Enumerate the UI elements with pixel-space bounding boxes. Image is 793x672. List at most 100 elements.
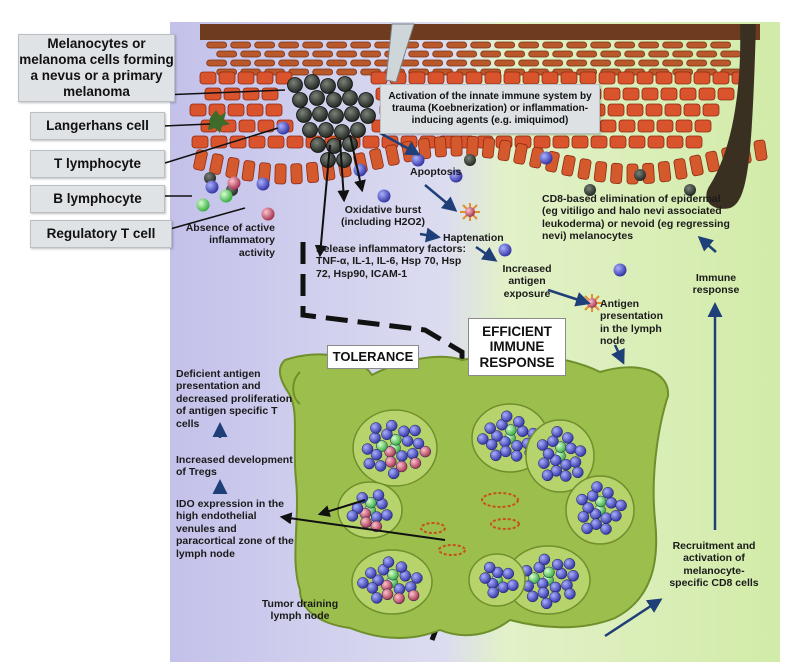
- keratinocyte: [238, 119, 256, 133]
- basal-cell: [241, 160, 256, 182]
- corneum-cell: [264, 50, 286, 58]
- increased-antigen-label: Increased antigen exposure: [502, 263, 552, 300]
- basal-cell: [450, 135, 463, 157]
- follicle-lymphocyte: [526, 590, 539, 603]
- follicle-lymphocyte: [381, 428, 393, 441]
- t-lymphocyte-label-text: T lymphocyte: [53, 155, 142, 171]
- follicle-lymphocyte: [549, 581, 562, 594]
- corneum-cell: [446, 59, 468, 67]
- keratinocyte: [655, 71, 673, 85]
- keratinocyte: [199, 71, 217, 85]
- immune-cell: [377, 189, 391, 203]
- corneum-cell: [518, 41, 540, 49]
- basal-cell: [497, 139, 512, 162]
- corneum-cell: [662, 41, 684, 49]
- keratinocyte: [622, 87, 640, 101]
- follicle-lymphocyte: [510, 450, 523, 462]
- keratinocyte: [599, 119, 617, 133]
- b-lymphocyte-label: B lymphocyte: [30, 185, 165, 213]
- corneum-cell: [470, 59, 492, 67]
- ido-expression-label: IDO expression in the high endothelial v…: [176, 498, 294, 560]
- keratinocyte: [664, 103, 682, 117]
- follicle-lymphocyte: [372, 574, 384, 586]
- immune-cell: [539, 151, 553, 165]
- follicle-lymphocyte: [497, 581, 510, 594]
- keratinocyte: [204, 87, 222, 101]
- process-arrows: [212, 131, 723, 638]
- b-lymphocyte-label-text: B lymphocyte: [53, 190, 142, 206]
- keratinocyte: [362, 135, 380, 149]
- immune-cell: [276, 121, 290, 135]
- keratinocyte: [603, 87, 621, 101]
- follicle-lymphocyte: [591, 481, 603, 493]
- melanocyte-cell: [296, 107, 312, 123]
- follicle-lymphocyte: [605, 497, 618, 509]
- melanocyte-cell: [304, 74, 320, 90]
- keratinocyte: [218, 71, 236, 85]
- immune-cell: [256, 177, 270, 191]
- follicle-lymphocyte: [407, 589, 420, 602]
- corneum-cell: [542, 59, 564, 67]
- langerhans-label-text: Langerhans cell: [46, 117, 149, 133]
- corneum-cell: [206, 41, 228, 49]
- immune-cell: [498, 243, 512, 257]
- cd8-elimination-label: CD8-based elimination of epidermal (eg v…: [542, 193, 730, 243]
- corneum-cell: [336, 68, 358, 76]
- t-lymphocyte-label: T lymphocyte: [30, 150, 165, 178]
- follicle-lymphocyte: [500, 410, 513, 423]
- follicle-lymphocyte: [502, 567, 515, 580]
- melanocyte-cell: [287, 77, 303, 93]
- keratinocyte: [590, 135, 608, 149]
- basal-cell: [290, 163, 303, 185]
- follicle-lymphocyte: [538, 457, 550, 469]
- follicle-lymphocyte: [374, 460, 387, 472]
- langerhans-label: Langerhans cell: [30, 112, 165, 140]
- immune-cell: [411, 153, 425, 167]
- corneum-cell: [446, 41, 468, 49]
- keratinocyte: [237, 71, 255, 85]
- corneum-cell: [504, 50, 526, 58]
- melanocyte-cell: [292, 92, 308, 108]
- basal-cell: [434, 136, 447, 158]
- basal-cell: [577, 158, 592, 180]
- melanocyte-cell: [309, 90, 325, 106]
- keratinocyte: [267, 135, 285, 149]
- keratinocyte: [683, 103, 701, 117]
- corneum-cell: [350, 59, 372, 67]
- corneum-cell: [590, 59, 612, 67]
- follicle-lymphocyte: [563, 558, 576, 570]
- keratinocyte: [693, 71, 711, 85]
- keratinocyte: [694, 119, 712, 133]
- follicle-lymphocyte: [505, 424, 517, 436]
- corneum-cell: [542, 41, 564, 49]
- corneum-cell: [686, 41, 708, 49]
- corneum-cell: [686, 59, 708, 67]
- corneum-cell: [240, 50, 262, 58]
- keratinocyte: [626, 103, 644, 117]
- follicle-lymphocyte: [528, 572, 540, 584]
- keratinocyte: [647, 135, 665, 149]
- immune-cell: [261, 207, 275, 221]
- follicle-lymphocyte: [487, 586, 499, 599]
- immune-cell: [219, 189, 233, 203]
- follicle-lymphocyte: [357, 577, 369, 589]
- keratinocyte: [541, 71, 559, 85]
- dermal-immune-cells: [196, 110, 627, 312]
- corneum-cell: [648, 50, 670, 58]
- keratinocyte: [645, 103, 663, 117]
- immune-cell: [449, 169, 463, 183]
- corneum-cell: [254, 59, 276, 67]
- basal-cell: [689, 154, 704, 177]
- follicle-lymphocyte: [360, 516, 372, 529]
- follicle-lymphocyte: [411, 572, 423, 584]
- keratinocyte: [571, 135, 589, 149]
- corneum-cell: [696, 50, 718, 58]
- immune-cell: [227, 176, 241, 190]
- follicle-lymphocyte: [419, 445, 432, 458]
- keratinocyte: [503, 71, 521, 85]
- follicle-lymphocyte: [600, 523, 612, 535]
- corneum-cell: [278, 59, 300, 67]
- basal-melanocyte: [634, 169, 646, 181]
- follicle-lymphocyte: [491, 430, 503, 442]
- follicle-lymphocyte: [581, 522, 593, 535]
